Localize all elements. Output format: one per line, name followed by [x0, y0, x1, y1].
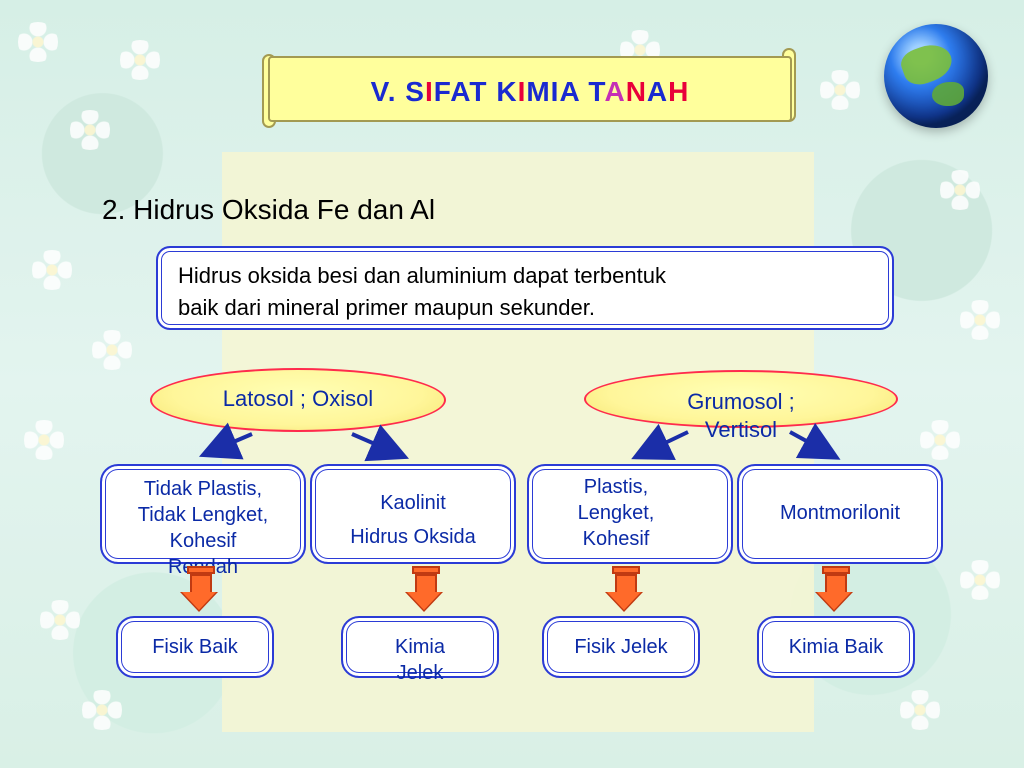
title-part: H: [668, 76, 690, 107]
flower-decoration: [92, 330, 132, 370]
down-arrow-cap: [187, 566, 215, 574]
box-kaolinit-text: Kaolinit Hidrus Oksida: [320, 486, 506, 554]
flower-decoration: [24, 420, 64, 460]
down-arrow-icon: [405, 566, 443, 614]
box-plastis: Plastis, Lengket, Kohesif: [527, 464, 733, 564]
box-fisik-jelek-text: Fisik Jelek: [574, 636, 668, 658]
flower-decoration: [120, 40, 160, 80]
title-part: V.: [370, 76, 406, 107]
ellipse-right-line-1: Grumosol ;: [687, 389, 795, 414]
flower-decoration: [32, 250, 72, 290]
title-part: M: [526, 76, 551, 107]
title-part: A: [646, 76, 669, 107]
box-montmorilonit-text: Montmorilonit: [779, 502, 901, 524]
flower-decoration: [70, 110, 110, 150]
description-line-2: baik dari mineral primer maupun sekunder…: [178, 295, 595, 320]
flower-decoration: [960, 300, 1000, 340]
down-arrow-icon: [815, 566, 853, 614]
down-arrow-cap: [412, 566, 440, 574]
box-plastis-line-2: Lengket,: [577, 502, 655, 524]
box-plastis-line-3: Kohesif: [582, 528, 650, 550]
title-part: IA: [550, 76, 589, 107]
box-tidak-plastis-line-1: Tidak Plastis,: [143, 478, 263, 500]
title-part: N: [625, 76, 647, 107]
flower-decoration: [940, 170, 980, 210]
box-kaolinit-line-2: Hidrus Oksida: [350, 526, 476, 548]
title-part: S: [405, 76, 425, 107]
down-arrow-stem: [190, 574, 212, 596]
box-kaolinit-line-1: Kaolinit: [380, 492, 446, 514]
down-arrow-stem: [825, 574, 847, 596]
box-plastis-line-1: Plastis,: [583, 476, 649, 498]
flower-decoration: [820, 70, 860, 110]
down-arrow-head: [407, 592, 441, 610]
down-arrow-cap: [612, 566, 640, 574]
box-kaolinit: Kaolinit Hidrus Oksida: [310, 464, 516, 564]
down-arrow-cap: [822, 566, 850, 574]
box-kimia-jelek-line-1: Kimia: [394, 636, 445, 658]
flower-decoration: [960, 560, 1000, 600]
down-arrow-icon: [180, 566, 218, 614]
title-part: K: [496, 76, 518, 107]
flower-decoration: [82, 690, 122, 730]
description-text: Hidrus oksida besi dan aluminium dapat t…: [178, 260, 868, 324]
box-tidak-plastis-text: Tidak Plastis, Tidak Lengket, Kohesif Re…: [110, 476, 296, 580]
title-part: I: [517, 76, 527, 107]
box-kimia-jelek-text: Kimia Jelek: [365, 634, 475, 686]
box-plastis-text: Plastis, Lengket, Kohesif: [549, 474, 683, 552]
down-arrow-stem: [615, 574, 637, 596]
down-arrow-head: [182, 592, 216, 610]
box-tidak-plastis-line-3: Kohesif: [169, 530, 237, 552]
box-fisik-baik-text: Fisik Baik: [152, 636, 238, 658]
title-part: I: [424, 76, 434, 107]
down-arrow-icon: [605, 566, 643, 614]
subtitle: 2. Hidrus Oksida Fe dan Al: [102, 194, 436, 225]
ellipse-right-line-2: Vertisol: [704, 417, 778, 442]
title-part: T: [588, 76, 605, 107]
flower-decoration: [40, 600, 80, 640]
box-fisik-jelek: Fisik Jelek: [542, 616, 700, 678]
box-tidak-plastis-line-2: Tidak Lengket,: [137, 504, 269, 526]
ellipse-grumosol-vertisol: Grumosol ; Vertisol: [584, 370, 898, 442]
down-arrow-head: [607, 592, 641, 610]
ellipse-left-text: Latosol ; Oxisol: [222, 386, 374, 411]
box-kimia-jelek: Kimia Jelek: [341, 616, 499, 684]
flower-decoration: [900, 690, 940, 730]
box-montmorilonit: Montmorilonit: [737, 464, 943, 564]
slide-title: V. SIFAT KIMIA TANAH: [270, 76, 790, 108]
title-part: A: [604, 76, 626, 107]
title-scroll: V. SIFAT KIMIA TANAH: [262, 48, 796, 128]
box-kimia-baik-text: Kimia Baik: [788, 636, 884, 658]
ellipse-latosol-oxisol: Latosol ; Oxisol: [150, 368, 446, 432]
flower-decoration: [18, 22, 58, 62]
box-kimia-baik: Kimia Baik: [757, 616, 915, 678]
flower-decoration: [920, 420, 960, 460]
down-arrow-head: [817, 592, 851, 610]
box-kimia-jelek-line-2: Jelek: [396, 662, 444, 684]
ellipse-right-text: Grumosol ; Vertisol: [586, 388, 896, 444]
description-box: Hidrus oksida besi dan aluminium dapat t…: [156, 246, 894, 330]
down-arrow-stem: [415, 574, 437, 596]
title-scroll-body: V. SIFAT KIMIA TANAH: [268, 56, 792, 122]
title-part: FAT: [433, 76, 497, 107]
description-line-1: Hidrus oksida besi dan aluminium dapat t…: [178, 263, 666, 288]
globe-icon: [884, 24, 988, 128]
box-tidak-plastis: Tidak Plastis, Tidak Lengket, Kohesif Re…: [100, 464, 306, 578]
box-fisik-baik: Fisik Baik: [116, 616, 274, 678]
